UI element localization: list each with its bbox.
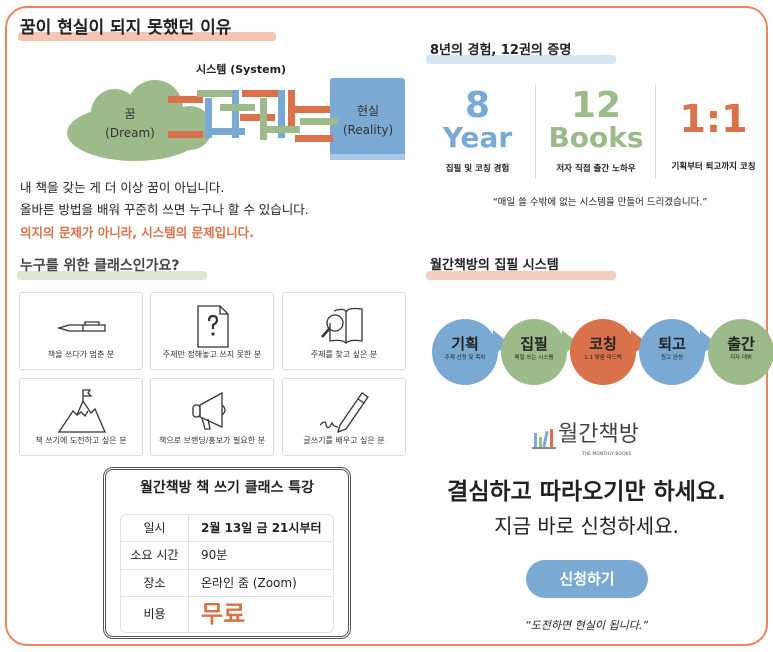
who-title: 누구를 위한 클래스인가요?: [20, 258, 180, 274]
card-label: 책을 쓰다가 멈춘 분: [47, 350, 115, 360]
title-highlight: [426, 55, 616, 64]
row-key: 소요 시간: [121, 542, 189, 569]
megaphone-icon: [192, 391, 226, 430]
pen-icon: [57, 321, 106, 332]
page-frame: [5, 6, 768, 646]
stat-years: 8 Year 집필 및 코칭 경험: [420, 85, 535, 175]
stat-label: 기획부터 퇴고까지 코칭: [671, 162, 756, 172]
step-name: 기획: [451, 335, 479, 353]
question-document-icon: [197, 305, 229, 348]
step-desc: 매일 쓰는 시스템: [514, 355, 554, 361]
card-label: 주제를 찾고 싶은 분: [310, 350, 378, 360]
dream-label: 꿈: [124, 107, 136, 121]
books-logo-icon: [532, 429, 556, 449]
logo: 월간책방 THE MONTHLY BOOKS: [532, 423, 652, 463]
title-highlight: [426, 271, 616, 280]
stat-books: 12 Books 저자 직접 출간 노하우: [537, 85, 655, 175]
magnifier-book-icon: [321, 307, 363, 344]
why-line-1: 내 책을 갖는 게 더 이상 꿈이 아닙니다.: [20, 180, 225, 195]
event-title: 월간책방 책 쓰기 클래스 특강: [139, 480, 315, 496]
event-row-date: 일시 2월 13일 금 21시부터: [121, 515, 333, 542]
row-value: 무료: [201, 600, 246, 629]
logo-text: 월간책방: [558, 422, 639, 447]
dream-system-reality-diagram: [67, 78, 405, 161]
title-highlight: [17, 271, 207, 280]
stat-coaching: 1:1 기획부터 퇴고까지 코칭: [657, 100, 770, 172]
system-label: 시스템 (System): [196, 63, 287, 76]
event-info-box: 월간책방 책 쓰기 클래스 특강 일시 2월 13일 금 21시부터 소요 시간 9…: [103, 467, 351, 639]
step-name: 출간: [727, 335, 755, 353]
row-value: 온라인 줌 (Zoom): [201, 575, 297, 590]
title-highlight: [18, 32, 276, 41]
dream-en-label: (Dream): [105, 126, 155, 140]
system-title: 월간책방의 집필 시스템: [430, 258, 559, 273]
stat-label: 저자 직접 출간 노하우: [556, 164, 636, 174]
row-key: 비용: [121, 597, 189, 632]
cta-subheadline: 지금 바로 신청하세요.: [494, 514, 679, 538]
who-card: 책 쓰기에 도전하고 싶은 분: [19, 378, 143, 456]
event-table: 일시 2월 13일 금 21시부터 소요 시간 90분 장소 온라인 줌 (Zoom)…: [120, 514, 334, 633]
card-label: 책 쓰기에 도전하고 싶은 분: [35, 436, 127, 446]
step-3: 코칭 1:1 맞춤 피드백: [570, 319, 636, 385]
pencil-icon: [320, 392, 369, 434]
step-desc: 저자 데뷔: [730, 355, 752, 361]
event-row-place: 장소 온라인 줌 (Zoom): [121, 568, 333, 597]
step-desc: 원고 완성: [661, 355, 683, 361]
event-row-duration: 소요 시간 90분: [121, 541, 333, 569]
stat-number: 8: [464, 85, 491, 126]
who-card: 글쓰기를 배우고 싶은 분: [282, 378, 406, 456]
step-name: 코칭: [589, 335, 617, 353]
who-card: 주제를 찾고 싶은 분: [282, 292, 406, 370]
book-icon: [330, 78, 405, 160]
row-key: 일시: [121, 515, 189, 542]
row-key: 장소: [121, 569, 189, 597]
divider: [655, 84, 656, 179]
why-title: 꿈이 현실이 되지 못했던 이유: [20, 18, 232, 38]
bricks: [168, 90, 338, 142]
mountain-flag-icon: [57, 389, 106, 433]
cta-headline: 결심하고 따라오기만 하세요.: [447, 479, 726, 505]
who-card: 책으로 브랜딩/홍보가 필요한 분: [150, 378, 274, 456]
reality-en-label: (Reality): [342, 123, 394, 137]
event-row-cost: 비용 무료: [121, 596, 333, 632]
step-desc: 주제 선정 및 목차: [444, 355, 486, 361]
apply-button[interactable]: 신청하기: [526, 560, 648, 598]
row-value: 2월 13일 금 21시부터: [201, 521, 322, 535]
stat-number: 1:1: [679, 97, 748, 141]
cloud-icon: [67, 80, 212, 161]
step-name: 퇴고: [658, 335, 686, 353]
stat-label: 집필 및 코칭 경험: [445, 164, 510, 174]
stat-unit: Year: [442, 121, 513, 154]
logo-subtext: THE MONTHLY BOOKS: [582, 452, 632, 457]
card-label: 글쓰기를 배우고 싶은 분: [303, 436, 385, 446]
proof-quote: “매일 쓸 수밖에 없는 시스템을 만들어 드리겠습니다.”: [492, 197, 708, 208]
card-label: 주제만 정해놓고 쓰지 못한 분: [162, 350, 262, 360]
step-name: 집필: [520, 335, 548, 353]
divider: [535, 84, 536, 179]
cta-quote: “도전하면 현실이 됩니다.”: [524, 619, 649, 632]
stat-unit: Books: [548, 121, 644, 154]
stat-number: 12: [570, 85, 622, 126]
proof-title: 8년의 경험, 12권의 증명: [430, 43, 572, 58]
why-line-2: 올바른 방법을 배워 꾸준히 쓰면 누구나 할 수 있습니다.: [20, 202, 309, 217]
card-label: 책으로 브랜딩/홍보가 필요한 분: [158, 436, 265, 446]
why-emphasis: 의지의 문제가 아니라, 시스템의 문제입니다.: [20, 225, 254, 240]
reality-label: 현실: [356, 104, 380, 118]
step-desc: 1:1 맞춤 피드백: [584, 355, 622, 361]
who-card: 책을 쓰다가 멈춘 분: [19, 292, 143, 370]
row-value: 90분: [201, 548, 228, 563]
who-card: 주제만 정해놓고 쓰지 못한 분: [150, 292, 274, 370]
